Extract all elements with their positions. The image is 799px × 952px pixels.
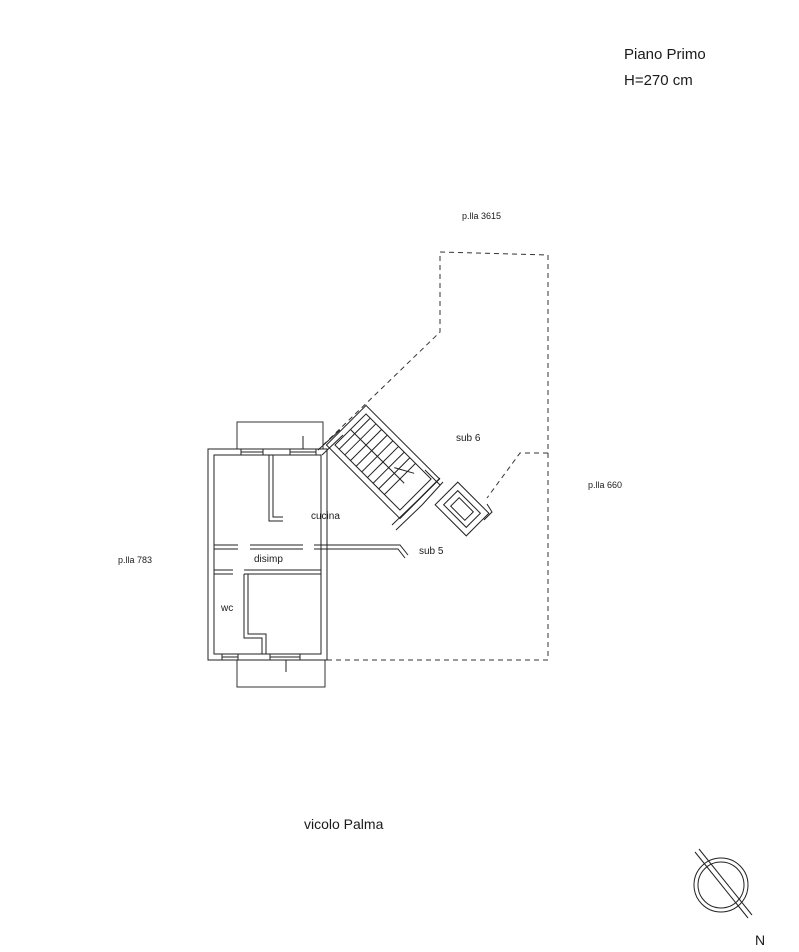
subunit-label-5: sub 5 (419, 546, 444, 557)
balcony-south (236, 659, 326, 688)
parcel-east-label: p.lla 660 (588, 480, 623, 490)
door-marks (285, 436, 304, 672)
plan-title: Piano Primo (624, 46, 706, 63)
shaft-tail (483, 503, 493, 521)
north-arrow-icon (693, 848, 753, 919)
parcel-north-label: p.lla 3615 (462, 211, 502, 221)
landing-walls (317, 429, 444, 531)
ceiling-height: H=270 cm (624, 72, 693, 89)
interior-walls (214, 455, 409, 654)
outer-walls (207, 448, 328, 661)
room-label-kitchen: cucina (311, 511, 340, 522)
parcel-west-label: p.lla 783 (118, 555, 153, 565)
north-label: N (755, 932, 766, 948)
staircase (325, 404, 441, 520)
room-label-hallway: disimp (254, 554, 283, 565)
plot-boundary (317, 251, 549, 661)
windows (221, 448, 317, 661)
room-label-toilet: wc (221, 603, 234, 614)
street-name: vicolo Palma (304, 816, 384, 832)
plot-boundary-east-notch (486, 452, 548, 499)
subunit-label-6: sub 6 (456, 433, 481, 444)
shaft (434, 481, 490, 537)
balcony-north (236, 421, 324, 450)
